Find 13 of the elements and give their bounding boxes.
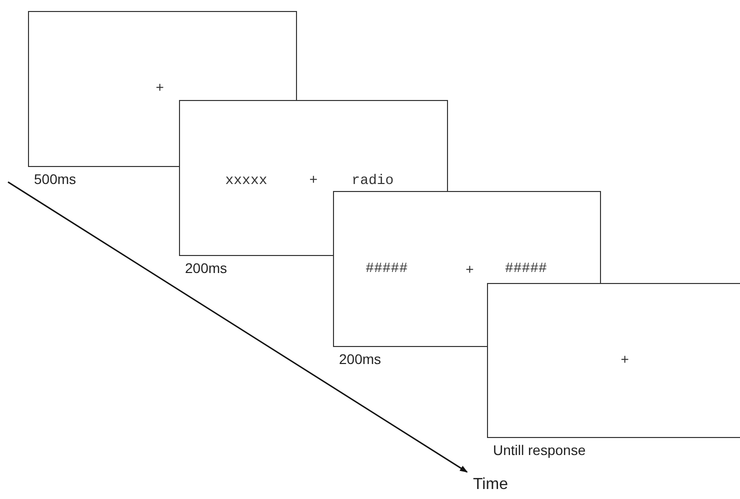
stimulus-text: +	[156, 81, 164, 97]
stimulus-text: +	[309, 173, 318, 190]
stimulus-text: #####	[366, 261, 408, 277]
stimulus-text: +	[465, 262, 474, 279]
stimulus-text: radio	[352, 173, 394, 190]
stimulus-text: xxxxx	[225, 173, 268, 190]
axis-label: Time	[473, 476, 508, 494]
duration-label: 200ms	[185, 260, 228, 276]
duration-label: Untill response	[493, 442, 586, 458]
duration-label: 200ms	[339, 351, 382, 367]
stimulus-text: #####	[504, 261, 547, 277]
duration-label: 500ms	[34, 171, 76, 187]
stimulus-text: +	[620, 352, 629, 368]
